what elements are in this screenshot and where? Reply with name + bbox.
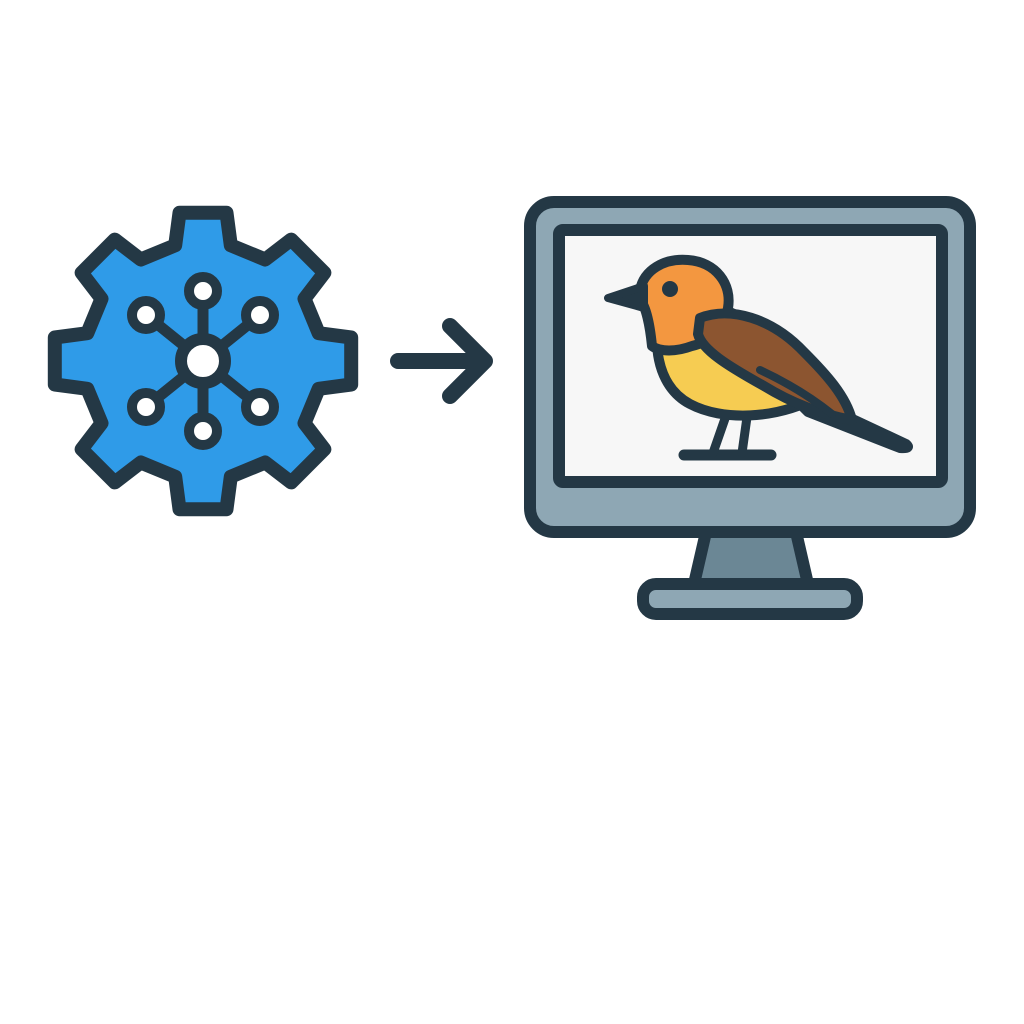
monitor-with-bird-icon: [524, 196, 976, 620]
network-hub-node: [175, 333, 231, 389]
network-node: [241, 296, 279, 334]
monitor-neck: [688, 526, 814, 590]
monitor-base: [637, 578, 863, 620]
bird-wing: [693, 308, 857, 425]
bird-eye: [662, 281, 678, 297]
ai-gear-network-icon: [47, 205, 359, 517]
network-node: [127, 388, 165, 426]
network-node: [184, 412, 222, 450]
bird-icon: [604, 254, 913, 461]
network-node: [241, 388, 279, 426]
network-nodes: [127, 272, 279, 450]
network-node: [127, 296, 165, 334]
arrow-right-icon: [390, 318, 493, 404]
network-node: [184, 272, 222, 310]
bird-beak: [604, 282, 648, 312]
arrow-head: [442, 318, 493, 404]
bird-wing-feather: [756, 366, 836, 418]
